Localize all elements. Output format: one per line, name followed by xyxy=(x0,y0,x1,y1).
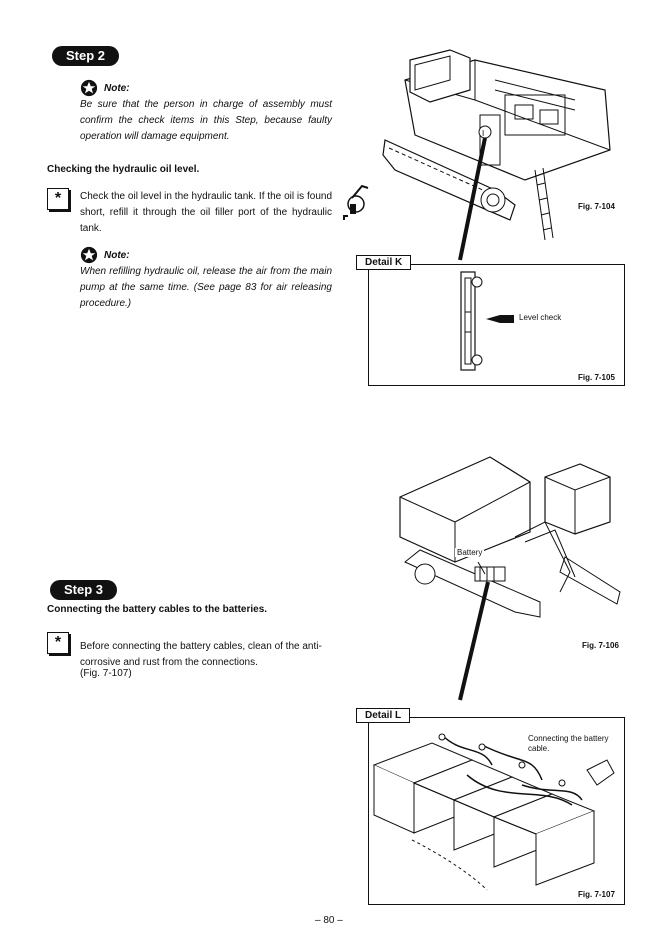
asterisk-icon: * xyxy=(47,188,69,210)
machine-battery-illustration xyxy=(395,452,625,701)
fig-7-106-caption: Fig. 7-106 xyxy=(582,641,619,650)
fig-7-107-caption: Fig. 7-107 xyxy=(578,890,615,899)
hydraulic-heading: Checking the hydraulic oil level. xyxy=(47,164,200,175)
detail-l-tag: Detail L xyxy=(356,708,411,723)
step-2-badge: Step 2 xyxy=(52,46,120,66)
note-2-label: Note: xyxy=(104,250,130,261)
battery-label: Battery xyxy=(455,548,485,557)
detail-l-box xyxy=(368,717,625,905)
asterisk-icon: * xyxy=(47,632,69,654)
oil-can-icon xyxy=(340,182,370,227)
battery-heading: Connecting the battery cables to the bat… xyxy=(47,604,268,615)
note-2 xyxy=(80,246,98,269)
fig-7-105-caption: Fig. 7-105 xyxy=(578,373,615,382)
star-note-icon xyxy=(80,79,98,97)
page-number: – 80 – xyxy=(315,915,343,926)
note-1-text: Be sure that the person in charge of ass… xyxy=(80,99,332,142)
fig-7-104-caption: Fig. 7-104 xyxy=(578,202,615,211)
detail-k-tag: Detail K xyxy=(356,255,412,270)
pointing-hand-icon xyxy=(486,312,514,330)
svg-text:I: I xyxy=(482,129,484,138)
batteries-illustration xyxy=(372,725,617,902)
level-gauge-illustration xyxy=(455,271,495,377)
step-3-badge: Step 3 xyxy=(50,580,118,600)
star-note-icon xyxy=(80,246,98,264)
battery-instruction: Before connecting the battery cables, cl… xyxy=(80,641,322,668)
detail-k-box xyxy=(368,264,625,386)
figure-reference: (Fig. 7-107) xyxy=(80,668,132,679)
level-check-label: Level check xyxy=(519,313,562,322)
note-1 xyxy=(80,79,98,102)
note-1-label: Note: xyxy=(104,83,130,94)
excavator-illustration: I xyxy=(375,40,625,261)
note-2-text: When refilling hydraulic oil, release th… xyxy=(80,266,332,309)
connecting-label: Connecting the battery cable. xyxy=(528,734,609,753)
hydraulic-instruction: Check the oil level in the hydraulic tan… xyxy=(80,191,332,234)
